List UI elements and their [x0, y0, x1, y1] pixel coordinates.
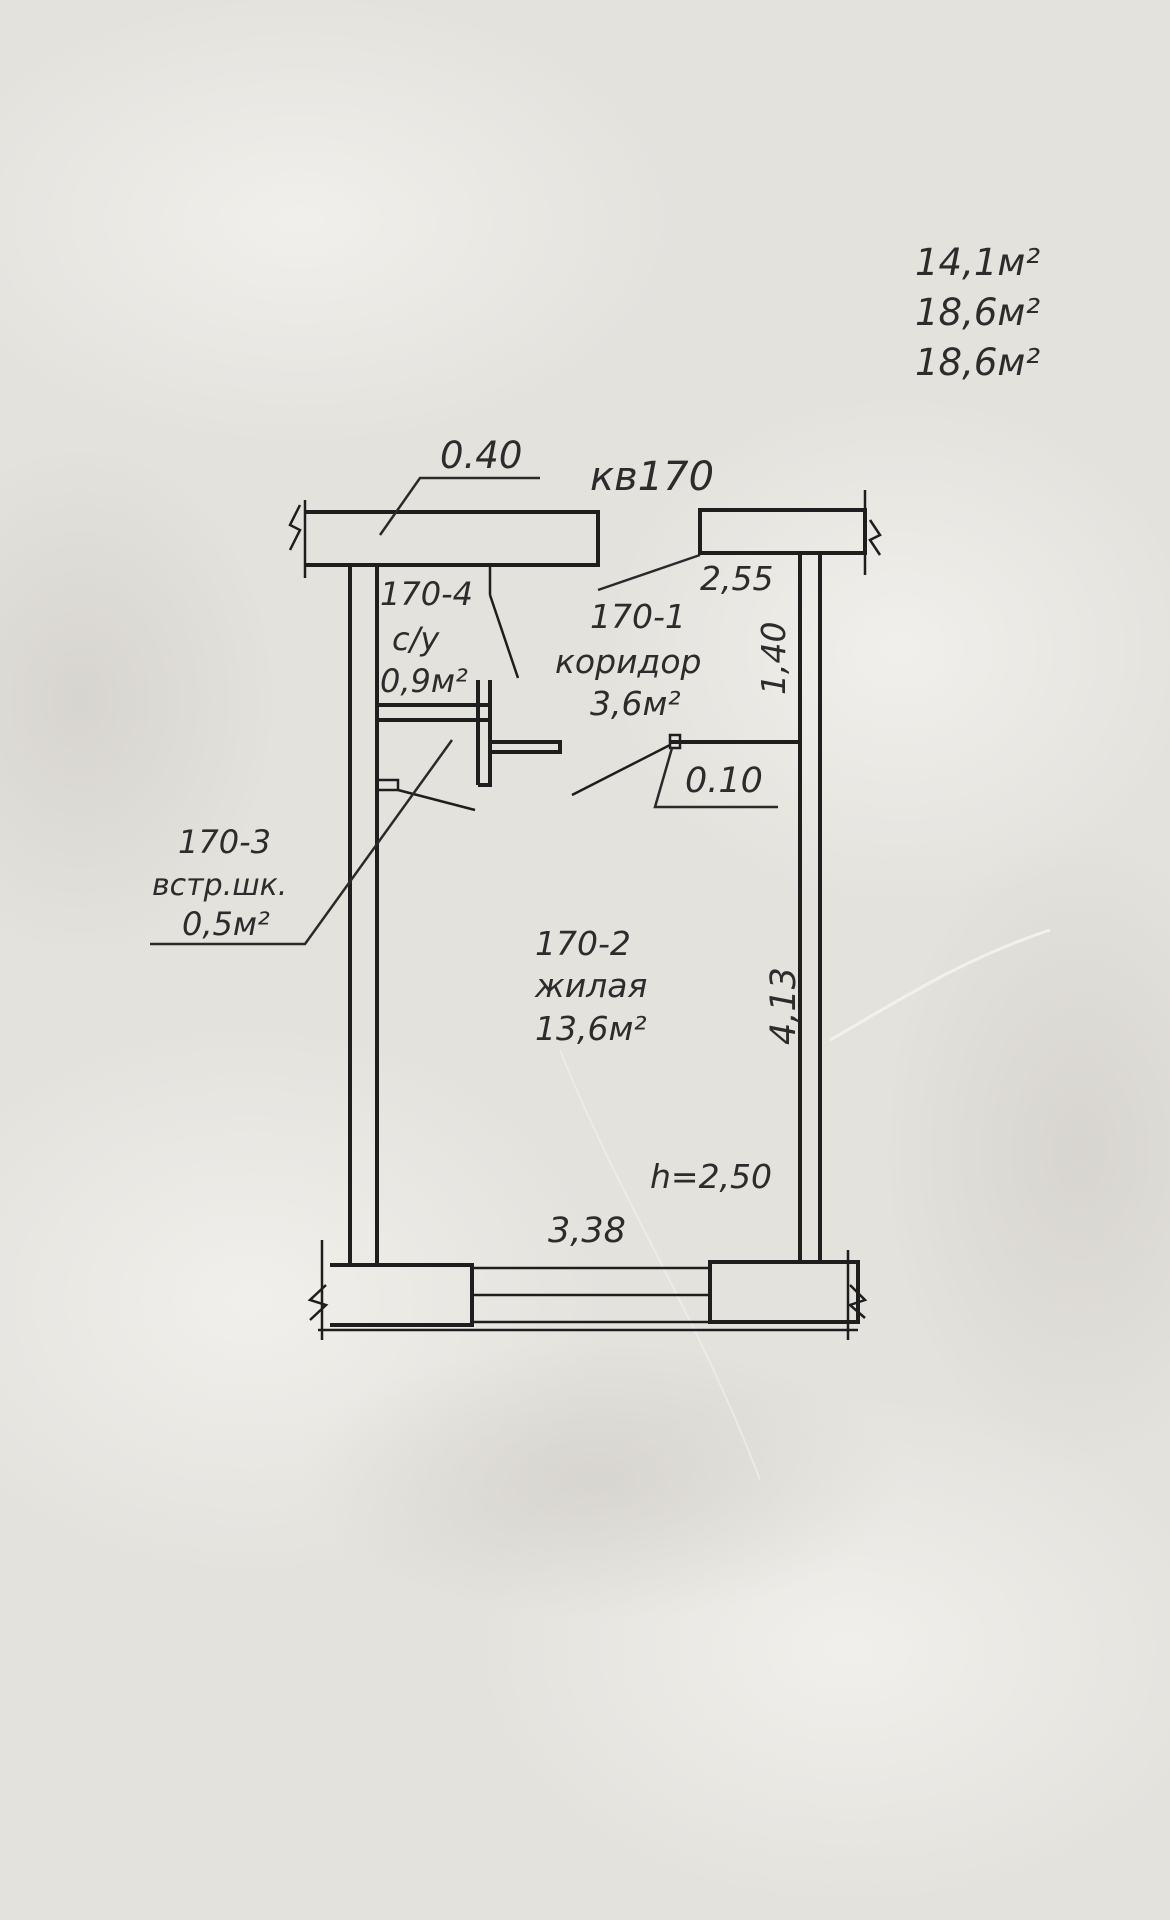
closet-id: 170-3 [178, 823, 271, 861]
wall-thickness-dimension: 0.40 [440, 434, 522, 477]
leader-lines [150, 476, 778, 946]
corridor-width-dimension: 2,55 [700, 559, 773, 598]
living-room-name: жилая [534, 966, 647, 1005]
bathroom-id: 170-4 [380, 575, 473, 613]
room-length-dimension: 4,13 [764, 967, 804, 1045]
total-area-line-2: 18,6м² [915, 291, 1040, 334]
closet-area: 0,5м² [182, 905, 270, 943]
corridor-name: коридор [555, 642, 701, 681]
walls [288, 490, 882, 1340]
corridor-length-dimension: 1,40 [754, 622, 793, 695]
total-area-line-1: 14,1м² [915, 241, 1040, 284]
apartment-label: кв170 [590, 454, 714, 500]
bathroom-area: 0,9м² [380, 662, 468, 700]
corridor-area: 3,6м² [590, 684, 681, 723]
closet-name: встр.шк. [152, 868, 287, 903]
ceiling-height: h=2,50 [650, 1157, 772, 1196]
corridor-id: 170-1 [590, 597, 686, 636]
room-width-dimension: 3,38 [548, 1211, 626, 1251]
bathroom-name: с/у [392, 620, 440, 658]
partition-dimension: 0.10 [685, 761, 763, 801]
total-area-line-3: 18,6м² [915, 341, 1040, 384]
living-room-id: 170-2 [535, 924, 631, 963]
living-room-area: 13,6м² [535, 1009, 647, 1048]
